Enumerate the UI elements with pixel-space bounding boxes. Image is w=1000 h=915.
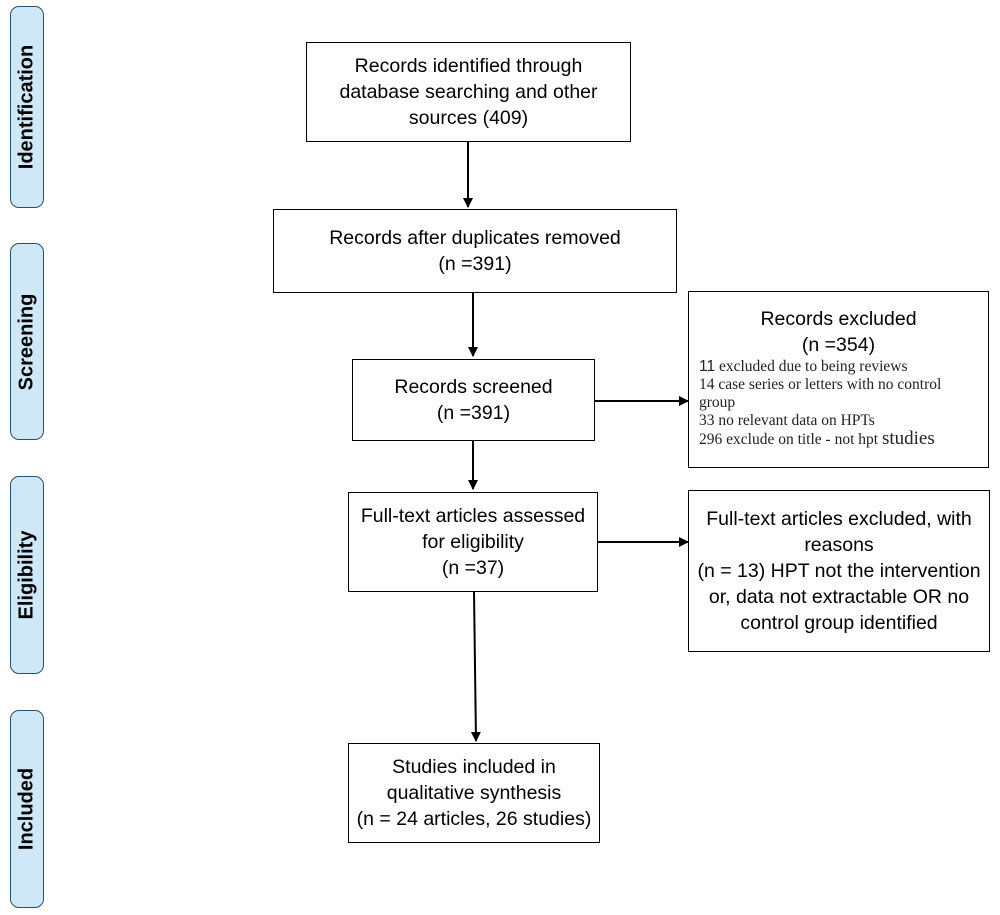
records-excluded-title: Records excluded <box>760 308 917 330</box>
full-text-excluded-line3: (n = 13) HPT not the intervention <box>697 560 981 582</box>
identified-line2: database searching and other <box>339 81 598 103</box>
exclusion-reason: 33 no relevant data on HPTs <box>699 412 875 429</box>
stage-included: Included <box>10 710 44 908</box>
after-duplicates-line1: Records after duplicates removed <box>329 227 621 249</box>
arrow-fulltext-to-included <box>470 591 481 742</box>
full-text-line1: Full-text articles assessed <box>360 505 586 527</box>
stage-screening: Screening <box>10 243 44 440</box>
identified-box: Records identified through database sear… <box>306 42 631 142</box>
included-line3: (n = 24 articles, 26 studies) <box>356 808 592 830</box>
full-text-excluded-line2: reasons <box>804 534 874 556</box>
exclusion-reason: 14 case series or letters with no contro… <box>699 376 942 411</box>
exclusion-reason: 296 exclude on title - not hpt studies <box>699 428 935 449</box>
screened-box: Records screened (n =391) <box>352 359 595 441</box>
included-line2: qualitative synthesis <box>386 782 562 804</box>
full-text-excluded-line4: or, data not extractable OR no <box>708 586 970 608</box>
full-text-line3: (n =37) <box>441 557 505 579</box>
identified-line3: sources (409) <box>408 107 529 129</box>
included-box: Studies included in qualitative synthesi… <box>348 743 600 843</box>
stage-identification: Identification <box>10 6 44 208</box>
stage-eligibility: Eligibility <box>10 476 44 674</box>
records-excluded-count: (n =354) <box>801 334 876 356</box>
full-text-box: Full-text articles assessed for eligibil… <box>348 492 598 592</box>
full-text-excluded-line5: control group identified <box>740 612 938 634</box>
full-text-excluded-box: Full-text articles excluded, with reason… <box>688 490 990 652</box>
after-duplicates-box: Records after duplicates removed (n =391… <box>273 209 677 293</box>
screened-line1: Records screened <box>394 376 553 398</box>
full-text-excluded-line1: Full-text articles excluded, with <box>706 508 972 530</box>
exclusion-reason: 11 excluded due to being reviews <box>699 358 908 375</box>
screened-line2: (n =391) <box>436 402 511 424</box>
records-excluded-box: Records excluded (n =354) 11 excluded du… <box>688 291 989 468</box>
identified-line1: Records identified through <box>354 55 583 77</box>
included-line1: Studies included in <box>392 756 556 778</box>
full-text-line2: for eligibility <box>422 531 524 553</box>
after-duplicates-line2: (n =391) <box>438 253 512 275</box>
